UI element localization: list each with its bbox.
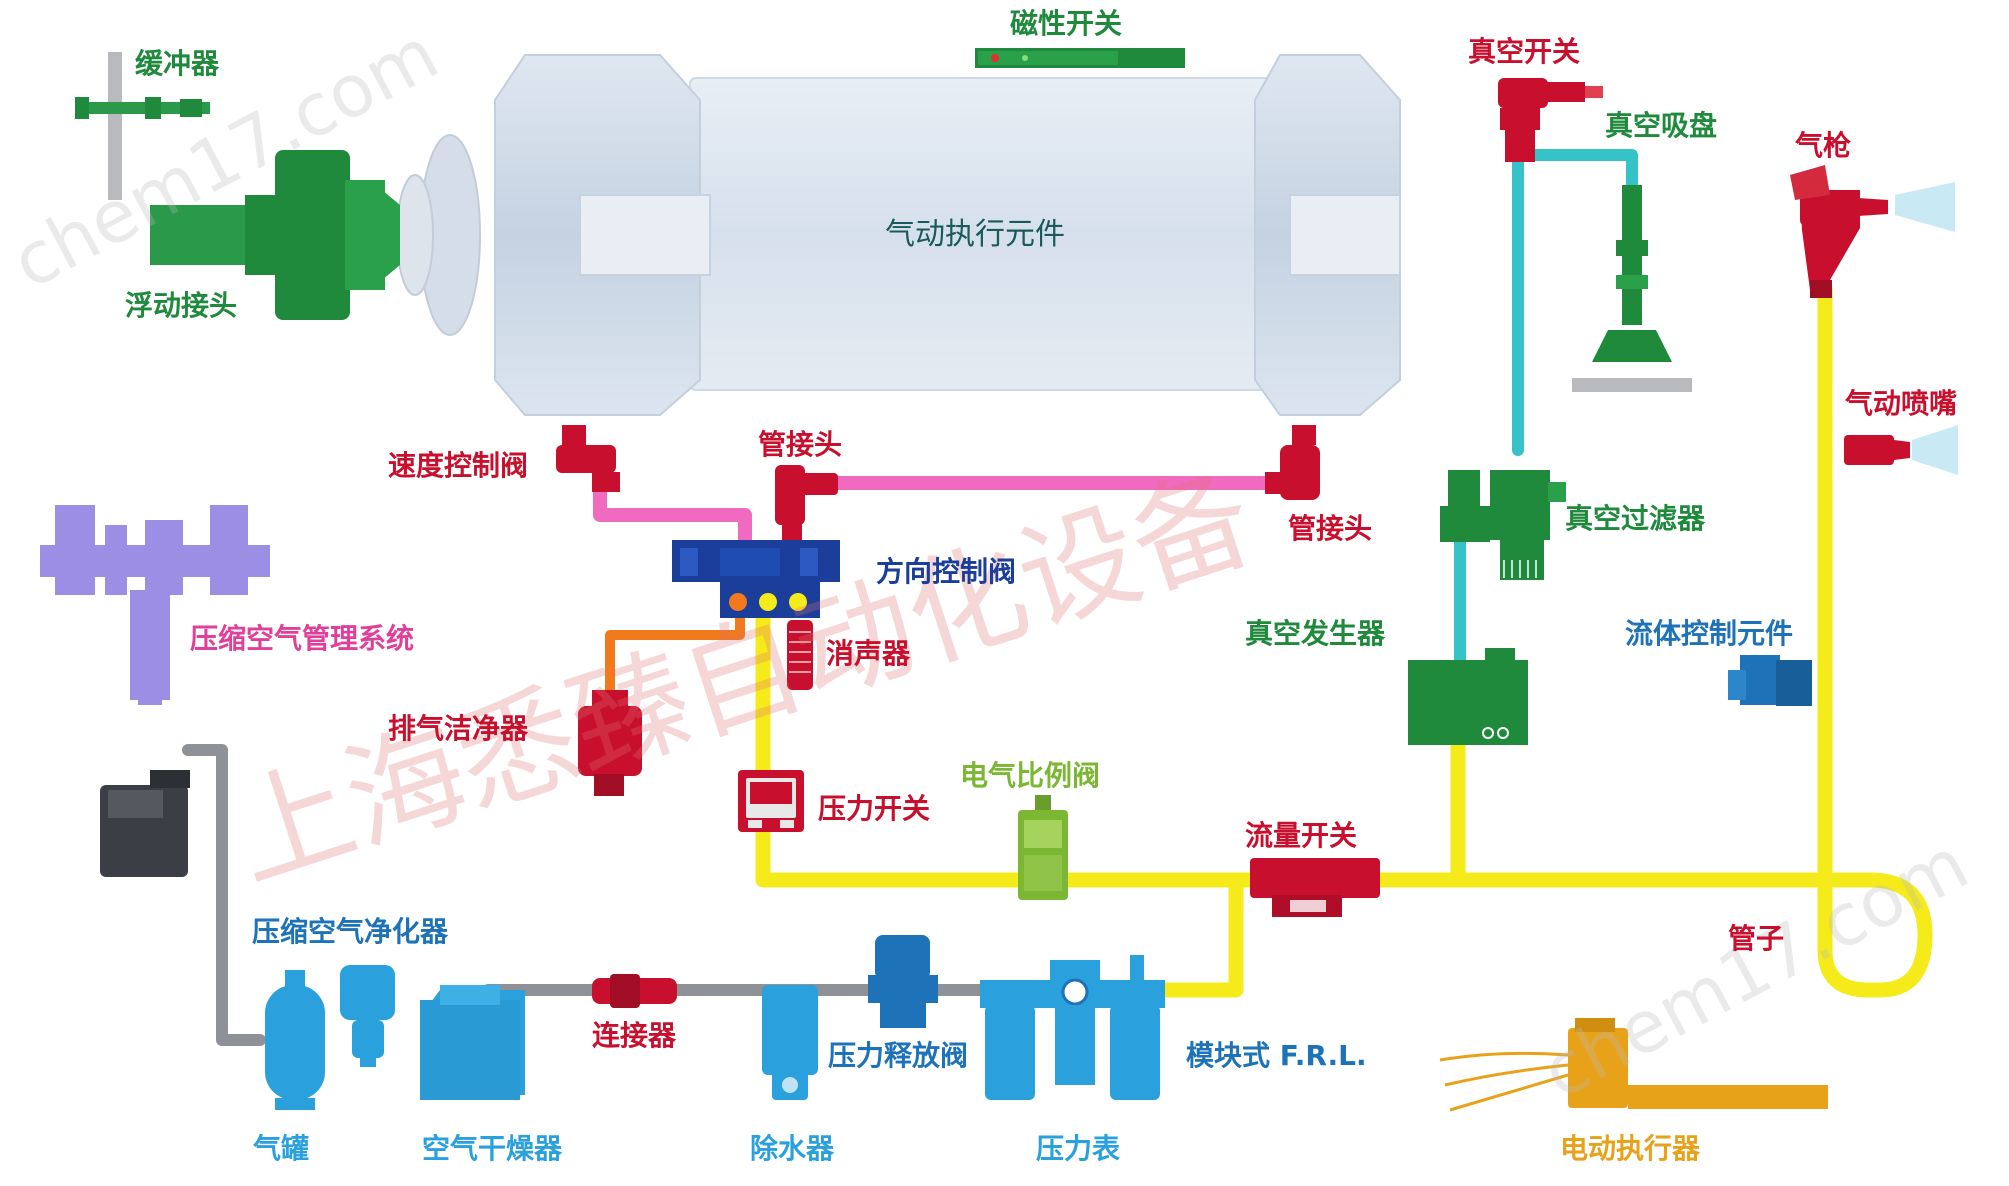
frl-unit-part [980, 955, 1165, 1100]
label-air-gun: 气枪 [1795, 129, 1852, 162]
air-dryer-part [420, 985, 525, 1100]
label-dryer: 空气干燥器 [422, 1132, 563, 1165]
label-vacuum-switch: 真空开关 [1468, 35, 1581, 68]
vacuum-cup-part [1572, 185, 1692, 392]
label-silencer: 消声器 [826, 637, 911, 670]
label-pressure-switch: 压力开关 [818, 792, 931, 825]
air-compressor-part [100, 770, 190, 877]
label-fitting-right: 管接头 [1288, 512, 1373, 545]
pipes [182, 144, 1933, 1046]
label-vacuum-filter: 真空过滤器 [1565, 502, 1706, 535]
label-air-management: 压缩空气管理系统 [190, 622, 415, 655]
buffer-part [75, 52, 210, 200]
label-relief-valve: 压力释放阀 [828, 1039, 969, 1072]
label-air-purifier: 压缩空气净化器 [252, 915, 449, 948]
label-vacuum-cup: 真空吸盘 [1605, 109, 1718, 142]
label-floating-joint: 浮动接头 [125, 289, 238, 322]
pressure-switch-part [738, 770, 804, 832]
speed-control-valve-part [556, 425, 620, 492]
label-fitting-left: 管接头 [758, 428, 843, 461]
label-gauge: 压力表 [1036, 1132, 1121, 1165]
label-air-nozzle: 气动喷嘴 [1845, 387, 1958, 420]
flow-switch-part [1250, 858, 1380, 917]
electric-actuator-part [1439, 1018, 1828, 1112]
label-cylinder: 气动执行元件 [885, 217, 1065, 252]
magnetic-switch-part [975, 48, 1185, 68]
label-electric-actuator: 电动执行器 [1560, 1132, 1701, 1165]
label-buffer: 缓冲器 [135, 47, 220, 80]
label-frl: 模块式 F.R.L. [1186, 1039, 1367, 1072]
direction-control-valve-part [672, 540, 840, 618]
label-magnetic-switch: 磁性开关 [1010, 7, 1123, 40]
cyan-pipe [1454, 144, 1638, 666]
label-vacuum-generator: 真空发生器 [1245, 617, 1386, 650]
purifier-part [340, 965, 395, 1067]
vacuum-generator-part [1408, 648, 1528, 745]
label-fluid-control: 流体控制元件 [1625, 617, 1794, 650]
label-speed-valve: 速度控制阀 [388, 449, 529, 482]
label-exhaust-cleaner: 排气洁净器 [388, 712, 529, 745]
label-direction-valve: 方向控制阀 [876, 555, 1017, 588]
vacuum-filter-part [1440, 470, 1566, 580]
label-tube: 管子 [1728, 922, 1785, 955]
orange-pipe [605, 613, 745, 695]
pneumatic-cylinder [396, 54, 1401, 416]
air-tank-part [265, 970, 325, 1110]
proportional-valve-part [1018, 795, 1068, 900]
vacuum-switch-part [1498, 78, 1603, 162]
fluid-control-part [1728, 655, 1812, 706]
label-connector: 连接器 [592, 1019, 677, 1052]
connector-part [592, 974, 677, 1008]
label-tank: 气罐 [253, 1132, 310, 1165]
floating-joint-part [150, 150, 400, 320]
relief-valve-part [868, 935, 938, 1028]
fitting-right-part [1265, 425, 1320, 500]
fitting-left-part [775, 465, 838, 548]
air-nozzle-part [1844, 425, 1958, 475]
label-proportional-valve: 电气比例阀 [960, 759, 1101, 792]
label-drain: 除水器 [750, 1132, 835, 1165]
air-management-part [40, 505, 270, 705]
exhaust-cleaner-part [578, 690, 642, 796]
water-separator-part [762, 985, 818, 1100]
yellow-loop-pipe [1817, 872, 1933, 998]
silencer-part [787, 620, 813, 690]
pink-pipe-left [593, 463, 752, 555]
label-flow-switch: 流量开关 [1245, 819, 1358, 852]
air-gun-part [1790, 165, 1955, 298]
